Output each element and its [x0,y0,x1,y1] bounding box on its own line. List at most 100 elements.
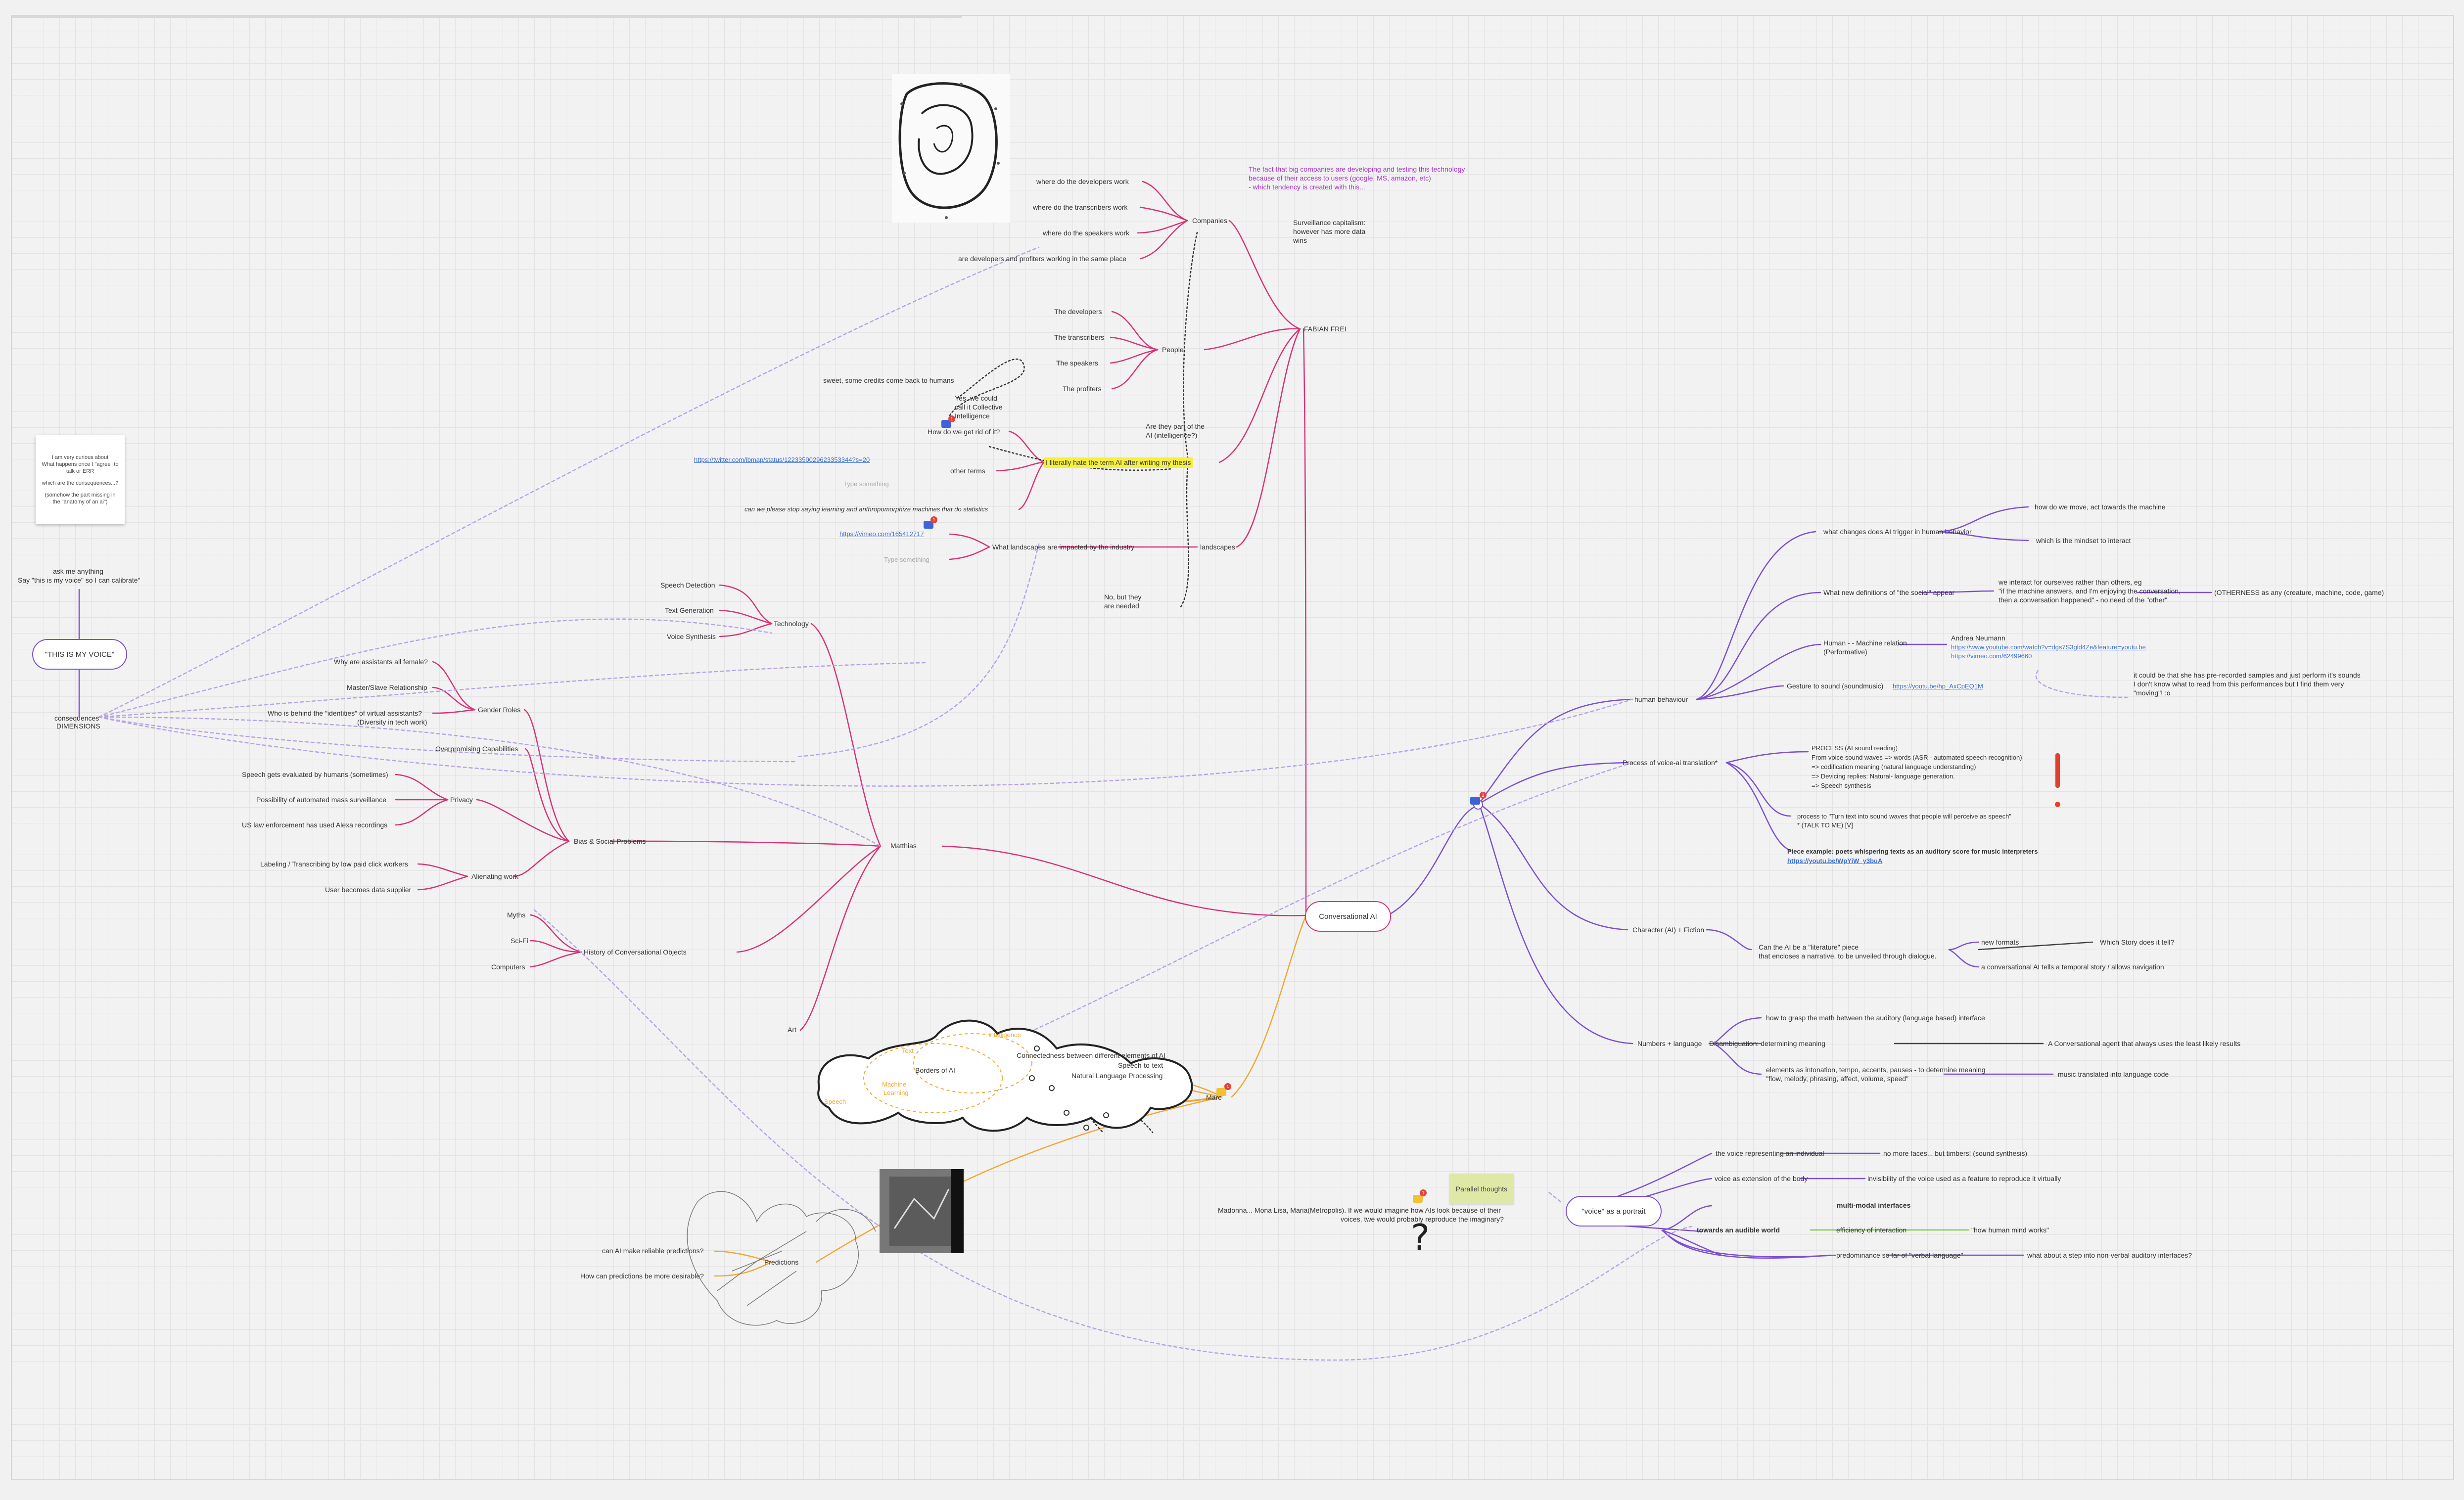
quote-statistics[interactable]: can we please stop saying learning and a… [744,505,988,513]
relation-line[interactable]: (Performative) [1823,648,1867,656]
node-predominance[interactable]: predominance so far of "verbal language" [1836,1251,1963,1259]
node-matthias[interactable]: Matthias [890,842,917,850]
photo-sketch[interactable] [880,1169,964,1253]
process-step[interactable]: => codification meaning (natural languag… [1812,763,1976,771]
piece-link[interactable]: https://youtu.be/WpYiW_y3buA [1787,857,1883,864]
privacy-item[interactable]: US law enforcement has used Alexa record… [242,821,388,829]
defs-line[interactable]: then a conversation happened" - no need … [1999,596,2168,604]
tech-item[interactable]: Speech Detection [660,581,715,589]
gender-item[interactable]: Who is behind the "identities" of virtua… [268,709,422,717]
node-nonverbal[interactable]: what about a step into non-verbal audito… [2027,1251,2192,1259]
node-character[interactable]: Character (AI) + Fiction [1632,926,1705,934]
node-new-definitions[interactable]: What new definitions of "the social" app… [1823,589,1955,596]
node-temporal-story[interactable]: a conversational AI tells a temporal sto… [1981,963,2164,971]
vimeo-link[interactable]: https://vimeo.com/165412717 [839,530,924,538]
sketch-map-drawing[interactable] [892,74,1010,223]
root-conversational-ai[interactable]: Conversational AI [1305,901,1391,932]
type-something-input-2[interactable]: Type something [884,556,930,563]
node-how-move[interactable]: how do we move, act towards the machine [2035,503,2166,511]
node-borders[interactable]: Borders of AI [915,1066,955,1074]
companies-item[interactable]: where do the transcribers work [1033,203,1128,211]
needed-line[interactable]: are needed [1104,602,1139,610]
node-predictions[interactable]: Predictions [764,1258,799,1266]
node-what-changes[interactable]: what changes does AI trigger in human be… [1823,528,1972,536]
node-hate-term-ai[interactable]: I literally hate the term AI after writi… [1044,457,1193,468]
node-multimodal[interactable]: multi-modal interfaces [1837,1201,1911,1209]
node-disambiguation[interactable]: Disambiguation: determining meaning [1709,1040,1826,1047]
privacy-item[interactable]: Possibility of automated mass surveillan… [256,796,387,804]
node-efficiency[interactable]: efficiency of interaction [1836,1226,1907,1234]
gender-item[interactable]: Master/Slave Relationship [347,683,427,691]
node-consequences[interactable]: consequences [54,714,99,722]
node-landscapes-question[interactable]: What landscapes are impacted by the indu… [992,543,1135,551]
fabian-note-line[interactable]: The fact that big companies are developi… [1249,165,1465,173]
type-something-input[interactable]: Type something [843,480,889,488]
process-step[interactable]: => Devicing replies: Natural- language g… [1812,773,1955,780]
gesture-link[interactable]: https://youtu.be/hp_AxCpEQ1M [1893,682,1983,690]
needed-line[interactable]: No, but they [1104,593,1142,601]
predictions-item[interactable]: can AI make reliable predictions? [602,1247,704,1255]
node-human-mind[interactable]: "how human mind works" [1971,1226,2049,1234]
node-extension[interactable]: voice as extension of the body [1715,1175,1808,1182]
node-nlp[interactable]: Natural Language Processing [1071,1072,1163,1080]
alienating-item[interactable]: User becomes data supplier [325,886,412,894]
node-gender-roles[interactable]: Gender Roles [478,706,521,714]
node-human-behaviour[interactable]: human behaviour [1634,695,1688,703]
piece-example[interactable]: Piece example: poets whispering texts as… [1787,848,2038,855]
node-audible-world[interactable]: towards an audible world [1697,1226,1780,1234]
node-individual[interactable]: the voice representing an individual [1716,1149,1824,1157]
gesture-note-line[interactable]: "moving"! :o [2134,689,2171,697]
comment-icon[interactable] [1413,1195,1423,1203]
surveillance-line[interactable]: however has more data [1293,227,1366,235]
elements-line[interactable]: elements as intonation, tempo, accents, … [1766,1066,1986,1074]
madonna-line[interactable]: voices, twe would probably reproduce the… [1341,1215,1504,1223]
node-art[interactable]: Art [788,1026,796,1034]
node-overpromising[interactable]: Overpromising Capabilities [435,745,518,753]
node-connectedness[interactable]: Connectedness between different elements… [1017,1051,1165,1059]
node-mindset[interactable]: which is the mindset to interact [2036,537,2131,545]
predictions-item[interactable]: How can predictions be more desirable? [580,1272,704,1280]
part-line[interactable]: AI (intelligence?) [1146,431,1198,439]
turn-line[interactable]: process to "Turn text into sound waves t… [1797,813,2011,820]
node-ask[interactable]: ask me anything [53,567,103,575]
credits-note[interactable]: sweet, some credits come back to humans [823,376,954,384]
andrea-youtube-link[interactable]: https://www.youtube.com/watch?v=dgs7S3gl… [1951,643,2146,651]
people-item[interactable]: The profiters [1063,385,1102,393]
node-people[interactable]: People [1162,346,1184,354]
node-new-formats[interactable]: new formats [1981,938,2019,946]
privacy-item[interactable]: Speech gets evaluated by humans (sometim… [242,771,388,778]
node-otherness[interactable]: (OTHERNESS as any (creature, machine, co… [2214,589,2384,596]
node-history[interactable]: History of Conversational Objects [584,948,687,956]
tech-item[interactable]: Voice Synthesis [667,633,716,640]
node-gesture[interactable]: Gesture to sound (soundmusic) [1787,682,1884,690]
marc-blob-sketch[interactable] [809,1004,1205,1152]
literature-line[interactable]: that encloses a narrative, to be unveile… [1759,952,1937,960]
comment-icon[interactable] [924,521,933,529]
root-voice-portrait[interactable]: "voice" as a portrait [1566,1196,1662,1227]
collective-line[interactable]: Intelligence [955,412,990,420]
fabian-note-line[interactable]: because of their access to users (google… [1249,174,1431,182]
node-dimensions[interactable]: DIMENSIONS [56,722,100,730]
node-process[interactable]: Process of voice-ai translation* [1623,759,1718,767]
gender-item[interactable]: (Diversity in tech work) [357,718,427,726]
defs-line[interactable]: "if the machine answers, and I'm enjoyin… [1999,587,2181,595]
part-line[interactable]: Are they part of the [1146,422,1205,430]
node-fabian-frei[interactable]: FABIAN FREI [1304,325,1347,333]
history-item[interactable]: Myths [507,911,526,919]
elements-line[interactable]: "flow, melody, phrasing, affect, volume,… [1766,1075,1909,1083]
collective-line[interactable]: call it Collective [955,403,1003,411]
companies-item[interactable]: where do the speakers work [1043,229,1130,237]
node-alienating[interactable]: Alienating work [471,872,518,880]
node-bias[interactable]: Bias & Social Problems [574,837,646,845]
node-other-terms[interactable]: other terms [950,467,985,475]
sticky-parallel-thoughts[interactable]: Parallel thoughts [1449,1174,1514,1204]
defs-line[interactable]: we interact for ourselves rather than ot… [1999,578,2142,586]
node-andrea[interactable]: Andrea Neumann [1951,634,2005,642]
madonna-line[interactable]: Madonna... Mona Lisa, Maria(Metropolis).… [1218,1206,1501,1214]
twitter-link[interactable]: https://twitter.com/ibmap/status/1223350… [694,456,870,463]
node-technology[interactable]: Technology [774,620,809,628]
gender-item[interactable]: Why are assistants all female? [334,658,428,666]
people-item[interactable]: The transcribers [1054,333,1105,341]
companies-item[interactable]: are developers and profiters working in … [958,255,1127,263]
people-item[interactable]: The speakers [1056,359,1098,367]
